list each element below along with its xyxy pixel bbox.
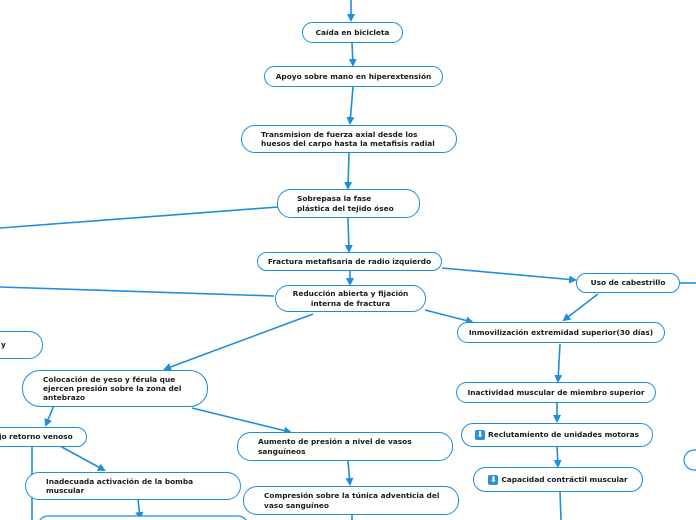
- node-inmovilizacion[interactable]: Inmovilización extremidad superior(30 dí…: [457, 322, 665, 343]
- node-partial-left[interactable]: y: [0, 331, 43, 359]
- edge-reduccion-left: [0, 286, 275, 297]
- node-reduccion-label: Reducción abierta y fijación interna de …: [292, 289, 409, 308]
- node-apoyo[interactable]: Apoyo sobre mano en hiperextensión: [264, 66, 443, 87]
- node-reclutamiento-label: Reclutamiento de unidades motoras: [488, 430, 639, 440]
- arrow-down-icon: ⬇: [488, 474, 499, 485]
- edge-sobrepasa-fractura: [344, 217, 353, 253]
- node-capacidad-label: Capacidad contráctil muscular: [501, 474, 628, 484]
- node-inactividad[interactable]: Inactividad muscular de miembro superior: [456, 382, 656, 403]
- edge-retorno-inadecuada: [59, 445, 106, 471]
- node-reclutamiento[interactable]: ⬇ Reclutamiento de unidades motoras: [461, 423, 653, 447]
- node-reduccion[interactable]: Reducción abierta y fijación interna de …: [275, 285, 426, 312]
- edge-transmision-sobrepasa: [344, 152, 353, 190]
- node-retorno[interactable]: jo retorno venoso: [0, 427, 87, 447]
- node-colocacion[interactable]: Colocación de yeso y férula que ejercen …: [22, 370, 208, 407]
- node-retorno-label: jo retorno venoso: [0, 432, 73, 442]
- edge-sobrepasa-left: [0, 206, 279, 229]
- node-inadecuada-label: Inadecuada activación de la bomba muscul…: [46, 476, 194, 495]
- node-fractura[interactable]: Fractura metafisaria de radio izquierdo: [257, 252, 442, 271]
- edge-colocacion-retorno: [44, 404, 55, 427]
- node-compresion-label: Compresión sobre la túnica adventicia de…: [264, 491, 440, 510]
- node-colocacion-label: Colocación de yeso y férula que ejercen …: [43, 374, 182, 403]
- node-transmision-label: Transmision de fuerza axial desde los hu…: [261, 129, 435, 148]
- node-cabestrillo-label: Uso de cabestrillo: [590, 278, 666, 288]
- edge-fractura-cabestrillo: [441, 267, 577, 284]
- node-apoyo-label: Apoyo sobre mano en hiperextensión: [275, 71, 432, 81]
- node-fractura-label: Fractura metafisaria de radio izquierdo: [267, 256, 432, 266]
- edge-reclutamiento-capacidad: [553, 446, 562, 468]
- edge-apoyo-transmision: [346, 86, 355, 125]
- edge-reduccion-colocacion: [163, 313, 314, 371]
- partial-node-bottom-left: [39, 515, 247, 520]
- node-inactividad-label: Inactividad muscular de miembro superior: [467, 387, 645, 397]
- partial-node-right: [683, 449, 696, 471]
- edge-aumento-compresion: [345, 460, 354, 486]
- node-caida-label: Caída en bicicleta: [315, 27, 390, 37]
- node-sobrepasa[interactable]: Sobrepasa la fase plástica del tejido ós…: [277, 189, 420, 218]
- edge-colocacion-aumento: [191, 407, 292, 435]
- edge-capacidad-down: [559, 491, 562, 520]
- node-cabestrillo[interactable]: Uso de cabestrillo: [576, 273, 680, 293]
- node-inmovilizacion-label: Inmovilización extremidad superior(30 dí…: [468, 327, 654, 337]
- node-caida[interactable]: Caída en bicicleta: [302, 22, 403, 43]
- arrow-down-icon: ⬇: [475, 430, 485, 440]
- edge-reduccion-inmovilizacion: [424, 309, 474, 325]
- node-aumento-label: Aumento de presión a nivel de vasos sang…: [258, 437, 412, 456]
- node-sobrepasa-label: Sobrepasa la fase plástica del tejido ós…: [297, 194, 394, 213]
- edge-inadecuada-down: [135, 498, 144, 520]
- edge-cabestrillo-inmovilizacion: [562, 293, 599, 322]
- node-compresion[interactable]: Compresión sobre la túnica adventicia de…: [243, 486, 459, 515]
- node-partial-left-label: y: [1, 340, 6, 350]
- edge-caida-apoyo: [348, 42, 357, 67]
- node-inadecuada[interactable]: Inadecuada activación de la bomba muscul…: [25, 472, 241, 500]
- node-aumento[interactable]: Aumento de presión a nivel de vasos sang…: [237, 432, 453, 461]
- node-capacidad[interactable]: ⬇ Capacidad contráctil muscular: [473, 467, 643, 492]
- edge-inmovilizacion-inactividad: [554, 343, 563, 383]
- node-transmision[interactable]: Transmision de fuerza axial desde los hu…: [241, 125, 457, 153]
